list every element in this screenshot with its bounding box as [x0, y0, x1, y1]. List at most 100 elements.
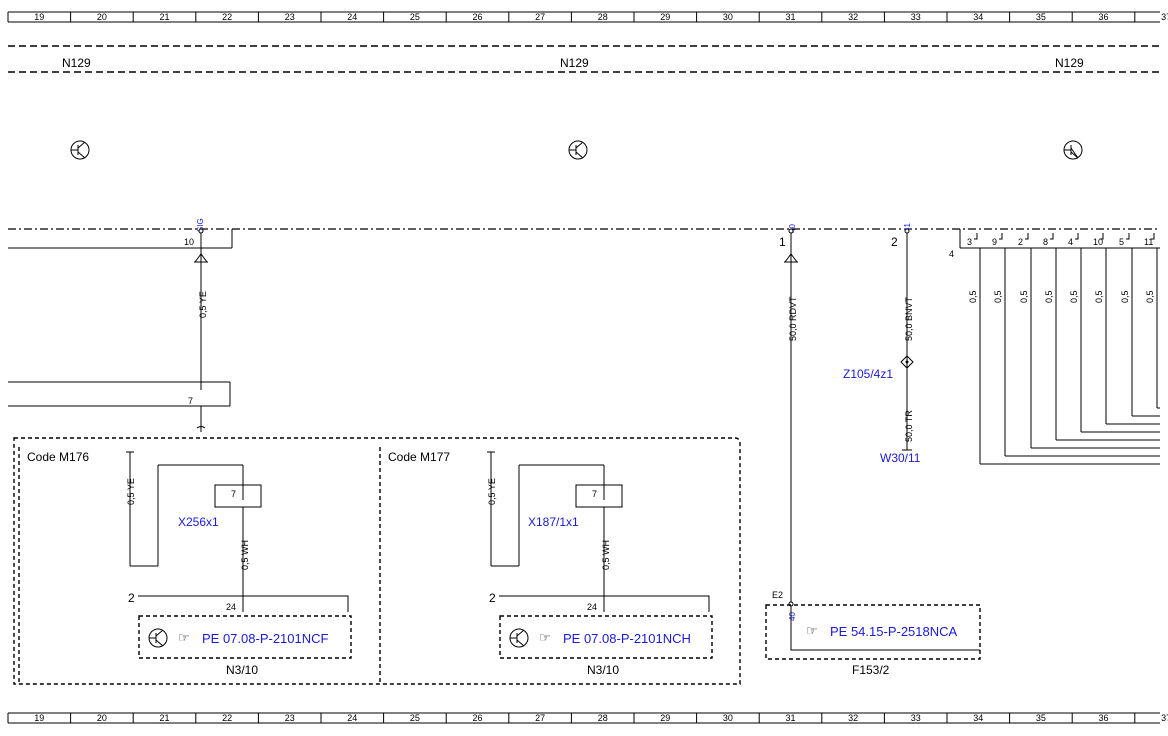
- grid-column-label: 36: [1098, 12, 1108, 22]
- grid-column-label: 22: [222, 713, 232, 723]
- grid-column-label: 37: [1161, 713, 1168, 723]
- grid-column-label: 27: [535, 12, 545, 22]
- ref-link-ncf[interactable]: PE 07.08-P-2101NCF: [202, 631, 329, 646]
- grid-column-label: 20: [97, 12, 107, 22]
- grid-column-label: 28: [598, 12, 608, 22]
- grid-column-label: 23: [285, 713, 295, 723]
- grid-column-label: 24: [347, 713, 357, 723]
- grid-column-label: 26: [472, 12, 482, 22]
- transistor-icon: [70, 140, 90, 160]
- header-pin-label: 4: [1068, 237, 1073, 247]
- pin-10: 10: [184, 237, 194, 247]
- grid-column-label: 22: [222, 12, 232, 22]
- pin-40-bottom: 40: [788, 612, 797, 621]
- ref-link-nch[interactable]: PE 07.08-P-2101NCH: [563, 631, 691, 646]
- header-pin-label: 3: [967, 237, 972, 247]
- module-label-n129-2: N129: [560, 56, 589, 70]
- code-label-m176: Code M176: [27, 450, 89, 464]
- grid-column-label: 19: [34, 12, 44, 22]
- header-pin-label: 5: [1119, 237, 1124, 247]
- grid-column-label: 23: [285, 12, 295, 22]
- grid-column-label: 33: [911, 713, 921, 723]
- pin-2: 2: [891, 235, 898, 249]
- ground-w30-11[interactable]: W30/11: [880, 451, 921, 465]
- transistor-icon: [1063, 140, 1083, 160]
- pin-1: 1: [779, 235, 786, 249]
- pin-group-2-1: 2: [128, 591, 135, 605]
- code-label-m177: Code M177: [388, 450, 450, 464]
- header-pin-label: 11: [1144, 237, 1153, 247]
- wire-label-05: 0,5: [1120, 290, 1130, 303]
- pin-24-1: 24: [226, 602, 236, 612]
- pin-40-top: 40: [788, 224, 797, 233]
- module-label-n3-10-2: N3/10: [587, 663, 619, 677]
- grid-column-label: 31: [785, 12, 795, 22]
- grid-column-label: 32: [848, 713, 858, 723]
- grid-column-label: 28: [598, 713, 608, 723]
- transistor-icon: [568, 140, 588, 160]
- grid-column-label: 29: [660, 12, 670, 22]
- wire-label-05: 0,5: [1019, 290, 1029, 303]
- header-pin-label: 8: [1043, 237, 1048, 247]
- wire-label-05wh-2: 0,5 WH: [601, 540, 611, 570]
- grid-column-label: 27: [535, 713, 545, 723]
- hand-pointer-icon: ☞: [178, 630, 190, 645]
- module-label-n129-3: N129: [1055, 56, 1084, 70]
- grid-column-label: 21: [159, 12, 169, 22]
- wire-label-05ye-2: 0,5 YE: [487, 478, 497, 505]
- splice-z105-4z1[interactable]: Z105/4z1: [843, 367, 893, 381]
- wire-label-05: 0,5: [1044, 290, 1054, 303]
- wire-label-50tr: 50,0 TR: [904, 410, 914, 442]
- grid-column-label: 30: [723, 713, 733, 723]
- pin-41-top: 41: [903, 223, 912, 232]
- grid-column-label: 31: [785, 713, 795, 723]
- wire-label-05: 0,5: [1145, 290, 1155, 303]
- module-label-n3-10-1: N3/10: [226, 663, 258, 677]
- pin-7-left: 7: [188, 396, 193, 406]
- grid-column-label: 35: [1036, 12, 1046, 22]
- pin-sig: SIG: [196, 218, 205, 232]
- header-pin-label: 10: [1093, 237, 1103, 247]
- hand-pointer-icon: ☞: [806, 623, 818, 638]
- connector-x187-1x1[interactable]: X187/1x1: [528, 515, 579, 529]
- ref-link-nca[interactable]: PE 54.15-P-2518NCA: [830, 624, 958, 639]
- header-pin-label: 9: [992, 237, 997, 247]
- wire-label-05ye-top: 0,5 YE: [198, 291, 208, 318]
- module-label-f153-2: F153/2: [852, 663, 890, 677]
- grid-top: 19202122232425262728293031323334353637: [7, 12, 1168, 22]
- grid-column-label: 34: [973, 12, 983, 22]
- grid-column-label: 20: [97, 713, 107, 723]
- header-pin-label: 2: [1018, 237, 1023, 247]
- header-pins: 3 0,5 9 0,5 2 0,5 8 0,5 4 0,5 10 0,5 5 0,5 11 0,5: [967, 233, 1160, 465]
- wire-label-50rdvt: 50,0 RDVT: [788, 296, 798, 341]
- wire-label-05: 0,5: [1094, 290, 1104, 303]
- wire-label-50bnvt: 50,0 BNVT: [904, 296, 914, 341]
- hand-pointer-icon: ☞: [539, 630, 551, 645]
- grid-column-label: 37: [1161, 12, 1168, 22]
- grid-column-label: 25: [410, 12, 420, 22]
- grid-column-label: 25: [410, 713, 420, 723]
- grid-column-label: 32: [848, 12, 858, 22]
- transistor-icon: [148, 628, 168, 648]
- label-e2: E2: [772, 590, 783, 600]
- grid-column-label: 33: [911, 12, 921, 22]
- grid-column-label: 35: [1036, 713, 1046, 723]
- grid-column-label: 21: [159, 713, 169, 723]
- connector-splice-icon: [900, 355, 914, 369]
- connector-pin-7-2: 7: [592, 489, 597, 499]
- connector-pin-7-1: 7: [231, 489, 236, 499]
- wire-label-05: 0,5: [993, 290, 1003, 303]
- pin-group-2-2: 2: [489, 591, 496, 605]
- connector-x256x1[interactable]: X256x1: [178, 515, 219, 529]
- wire-label-05: 0,5: [1069, 290, 1079, 303]
- grid-bottom: 19202122232425262728293031323334353637: [7, 713, 1168, 723]
- grid-column-label: 34: [973, 713, 983, 723]
- grid-column-label: 36: [1098, 713, 1108, 723]
- wire-label-05: 0,5: [968, 290, 978, 303]
- module-label-n129-1: N129: [62, 56, 91, 70]
- wire-label-05ye-1: 0,5 YE: [126, 478, 136, 505]
- grid-column-label: 29: [660, 713, 670, 723]
- wire-label-05wh-1: 0,5 WH: [240, 540, 250, 570]
- transistor-icon: [509, 628, 529, 648]
